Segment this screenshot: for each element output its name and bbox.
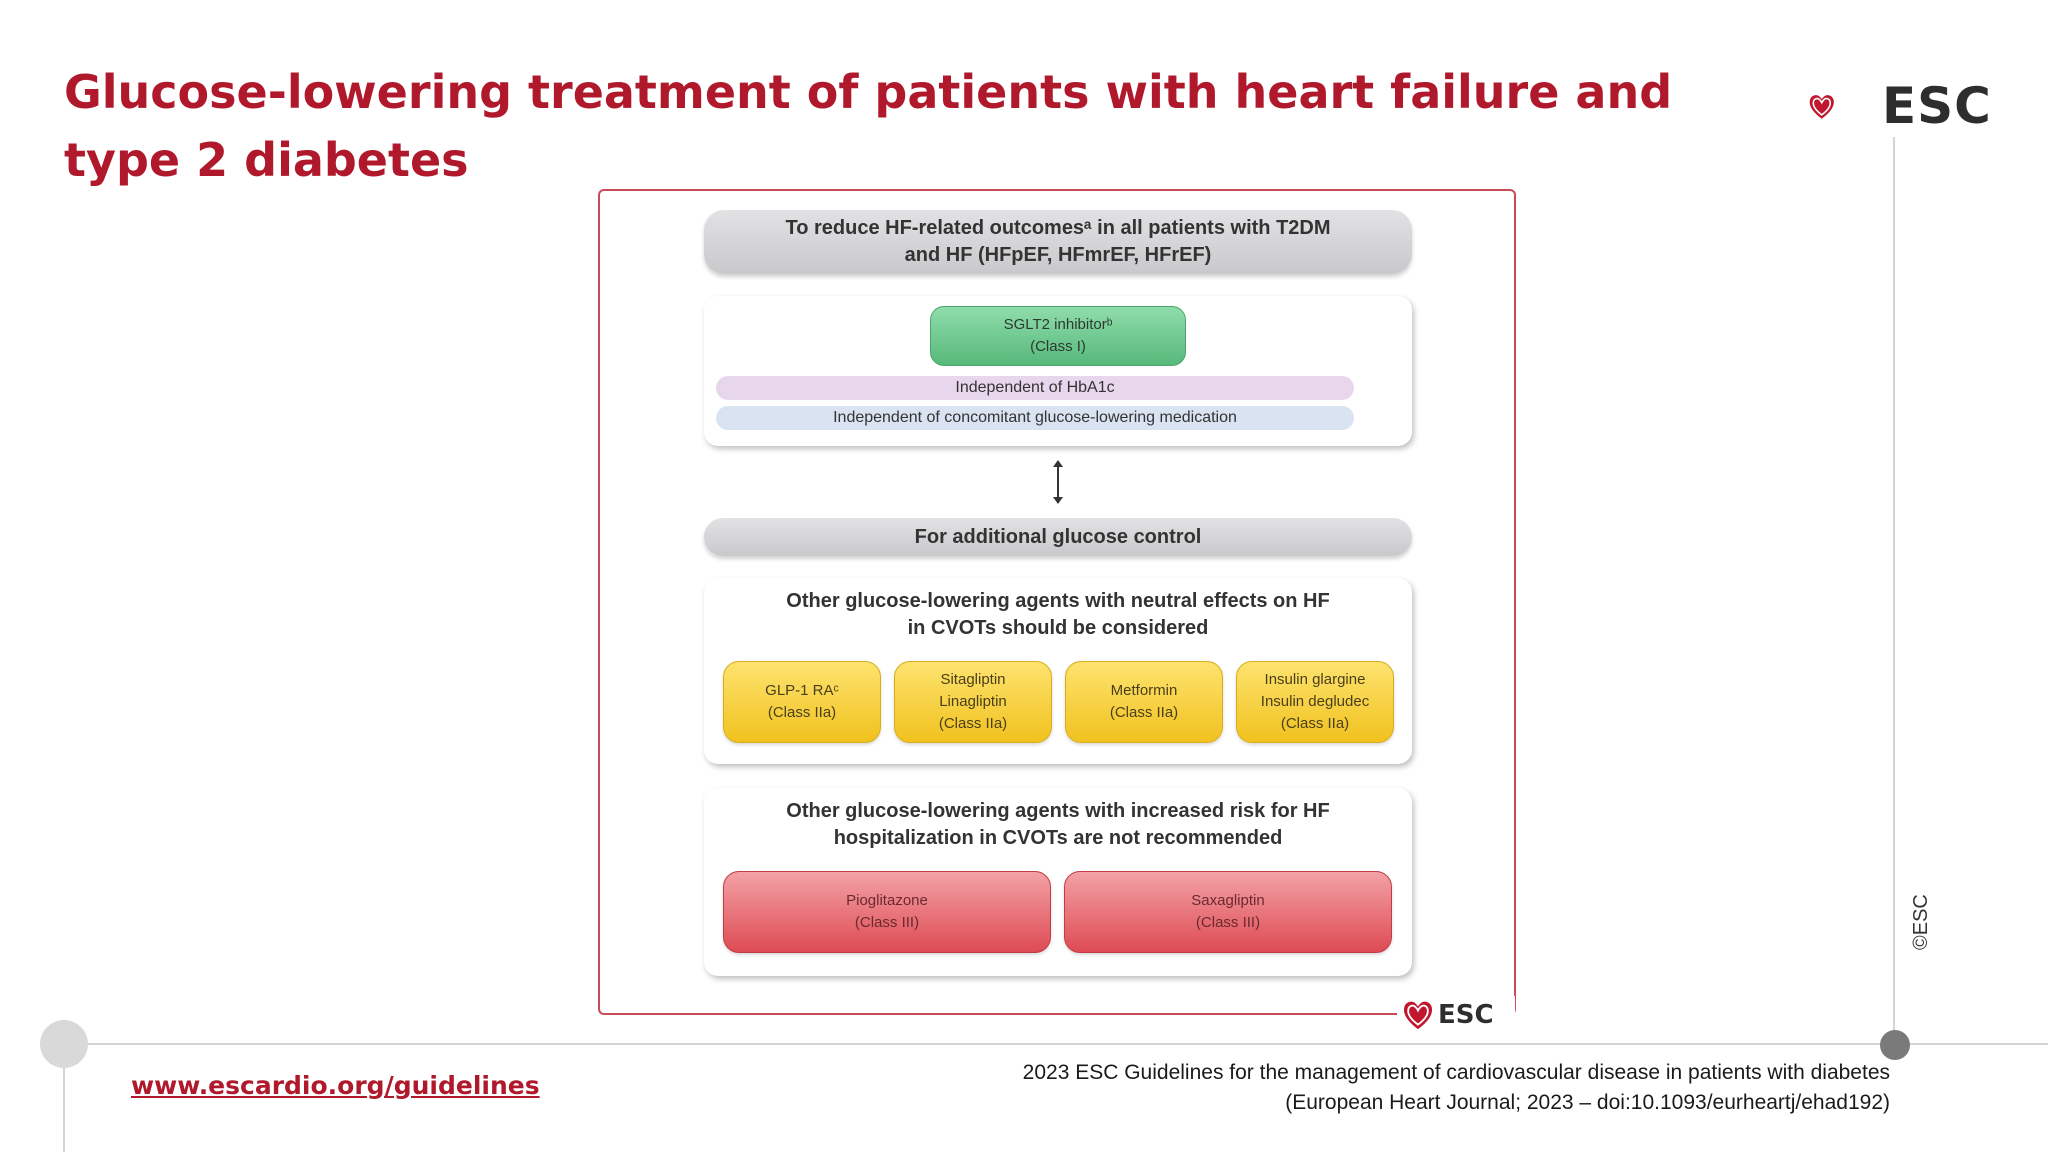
citation-line-1: 2023 ESC Guidelines for the management o… (1022, 1061, 1890, 1084)
copyright-label: ©ESC (1910, 894, 1932, 950)
double-arrow-icon (1053, 460, 1063, 504)
neutral-agents-heading: Other glucose-lowering agents with neutr… (704, 588, 1412, 642)
sitagliptin-linagliptin-box: Sitagliptin Linagliptin (Class IIa) (894, 661, 1052, 743)
saxagliptin-box: Saxagliptin (Class III) (1064, 871, 1392, 953)
agent-line: Metformin (1110, 682, 1178, 699)
sglt2-inhibitor-box: SGLT2 inhibitorᵇ (Class I) (930, 306, 1186, 366)
concomitant-medication-bar: Independent of concomitant glucose-lower… (716, 406, 1354, 430)
hf-outcomes-header-line-1: To reduce HF-related outcomesᵃ in all pa… (785, 217, 1331, 239)
agent-line: Saxagliptin (1191, 892, 1265, 909)
footer-divider-line (64, 1043, 2048, 1045)
agent-line: Linagliptin (939, 693, 1007, 710)
agent-line: (Class III) (1195, 914, 1261, 931)
left-divider-line (63, 1043, 65, 1152)
agent-line: (Class IIa) (1109, 704, 1179, 721)
agent-line: (Class IIa) (767, 704, 837, 721)
slide-title: Glucose-lowering treatment of patients w… (64, 65, 1673, 187)
risk-heading-line-2: hospitalization in CVOTs are not recomme… (833, 827, 1283, 849)
glp1-ra-box: GLP-1 RAᶜ (Class IIa) (723, 661, 881, 743)
metformin-box: Metformin (Class IIa) (1065, 661, 1223, 743)
sglt2-label: SGLT2 inhibitorᵇ (1003, 316, 1113, 333)
hf-outcomes-header: To reduce HF-related outcomesᵃ in all pa… (704, 210, 1412, 274)
agent-line: Insulin glargine (1264, 671, 1366, 688)
agent-line: Sitagliptin (940, 671, 1006, 688)
footer-dot-right (1880, 1030, 1910, 1060)
agent-line: (Class IIa) (938, 715, 1008, 732)
figure-esc-heart-icon (1403, 1001, 1433, 1030)
agent-line: GLP-1 RAᶜ (765, 682, 839, 699)
footer-dot-left (40, 1020, 88, 1068)
citation: 2023 ESC Guidelines for the management o… (1023, 1058, 1890, 1118)
agent-line: Insulin degludec (1260, 693, 1370, 710)
pioglitazone-box: Pioglitazone (Class III) (723, 871, 1051, 953)
agent-line: (Class III) (854, 914, 920, 931)
esc-heart-logo-icon (1809, 95, 1834, 119)
hba1c-bar: Independent of HbA1c (716, 376, 1354, 400)
esc-logo-text: ESC (1882, 77, 1992, 135)
right-divider-line (1893, 137, 1895, 1042)
insulin-box: Insulin glargine Insulin degludec (Class… (1236, 661, 1394, 743)
figure-esc-logo-text: ESC (1438, 1000, 1494, 1030)
agent-line: (Class IIa) (1280, 715, 1350, 732)
agent-line: Pioglitazone (846, 892, 928, 909)
glucose-control-header: For additional glucose control (704, 518, 1412, 556)
risk-agents-heading: Other glucose-lowering agents with incre… (704, 798, 1412, 852)
guidelines-link[interactable]: www.escardio.org/guidelines (131, 1071, 540, 1100)
sglt2-class: (Class I) (1030, 338, 1086, 355)
risk-heading-line-1: Other glucose-lowering agents with incre… (786, 800, 1330, 822)
citation-line-2: (European Heart Journal; 2023 – doi:10.1… (1285, 1091, 1890, 1114)
hf-outcomes-header-line-2: and HF (HFpEF, HFmrEF, HFrEF) (904, 244, 1212, 266)
neutral-heading-line-1: Other glucose-lowering agents with neutr… (786, 590, 1330, 612)
neutral-heading-line-2: in CVOTs should be considered (907, 617, 1209, 639)
